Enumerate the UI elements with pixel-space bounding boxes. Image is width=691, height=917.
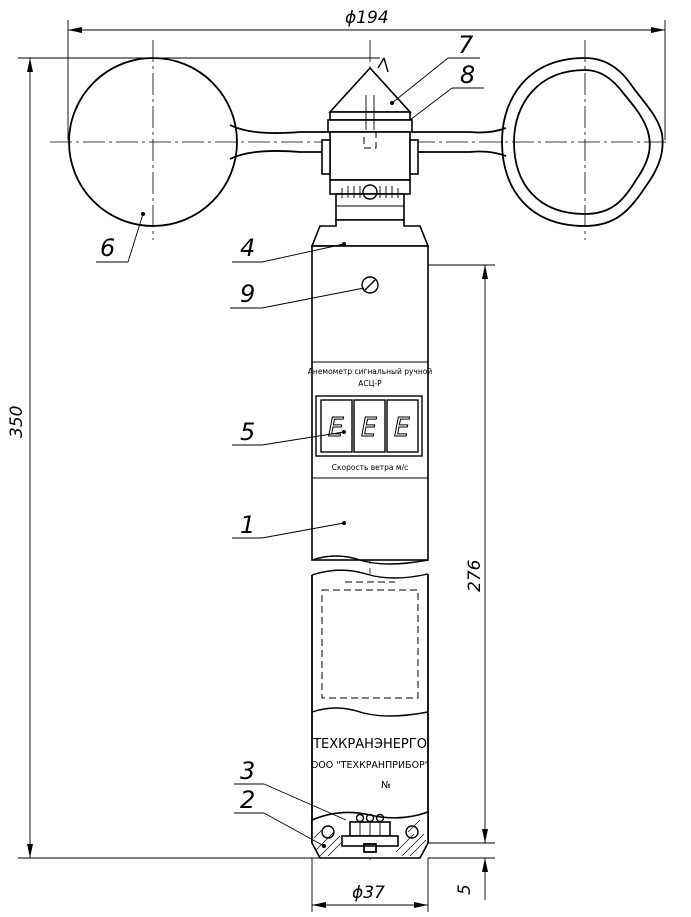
svg-text:7: 7 (458, 31, 474, 59)
digital-display: E E E (315, 395, 423, 457)
panel-model: АСЦ-Р (358, 379, 382, 388)
brand-manufacturer: ООО "ТЕХКРАНПРИБОР" (311, 760, 429, 771)
base-hatch-right (395, 819, 427, 857)
brand-company: ТЕХКРАНЭНЕРГО (312, 737, 427, 752)
right-cup (501, 57, 664, 227)
callout-4: 4 (232, 234, 346, 263)
svg-text:5: 5 (240, 418, 255, 446)
panel-caption: Скорость ветра м/с (332, 463, 408, 472)
svg-text:1: 1 (240, 511, 255, 539)
svg-text:8: 8 (460, 61, 475, 89)
callout-9: 9 (230, 280, 365, 309)
dimension-base-diameter: ϕ37 (311, 858, 429, 912)
dimension-base-height-label: 5 (455, 884, 475, 895)
battery-compartment-hidden (321, 581, 419, 699)
dimension-diameter-label: ϕ37 (352, 883, 385, 903)
body-collar (310, 219, 430, 247)
base-section (311, 810, 429, 859)
dimension-width-label: ϕ194 (345, 8, 389, 28)
svg-text:9: 9 (240, 280, 255, 308)
panel-title: Анемометр сигнальный ручной (308, 367, 433, 376)
left-cup (68, 57, 238, 227)
callout-2: 2 (234, 786, 326, 848)
hub-cap (327, 57, 413, 133)
body-tube (311, 245, 429, 844)
svg-text:4: 4 (240, 234, 255, 262)
hub-body (321, 131, 419, 221)
break-line (311, 707, 429, 717)
dimension-length-label: 276 (465, 559, 485, 592)
dimension-overall-height: 350 (7, 57, 380, 859)
dimension-body-length: 276 (428, 264, 495, 844)
svg-text:2: 2 (240, 786, 255, 814)
serial-label: № (381, 780, 391, 791)
dimension-height-label: 350 (7, 406, 27, 438)
callout-5: 5 (232, 418, 346, 446)
callout-7: 7 (390, 31, 480, 105)
callout-8: 8 (409, 61, 484, 121)
svg-text:3: 3 (240, 757, 255, 785)
callout-3: 3 (234, 757, 347, 821)
display-digit-2: E (361, 413, 377, 443)
dimension-base-height: 5 (428, 830, 495, 900)
display-digit-1: E (328, 413, 344, 443)
svg-text:6: 6 (100, 234, 115, 262)
connector (341, 813, 399, 853)
gear-teeth (341, 184, 399, 200)
callout-6: 6 (96, 212, 145, 263)
callout-1: 1 (232, 511, 346, 539)
dimension-overall-width: ϕ194 (67, 8, 666, 140)
screw (361, 276, 379, 294)
display-digit-3: E (394, 413, 410, 443)
